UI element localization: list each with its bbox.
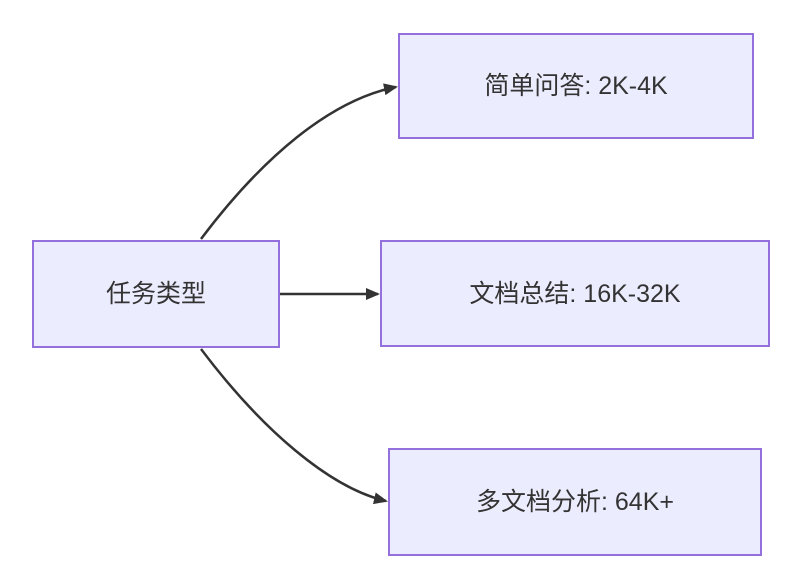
node-doc-summary: 文档总结: 16K-32K [380, 240, 770, 347]
node-simple-qa: 简单问答: 2K-4K [398, 33, 754, 139]
node-task-type: 任务类型 [32, 240, 280, 348]
node-simple-qa-label: 简单问答: 2K-4K [484, 72, 668, 100]
edge-root-to-multi-doc [200, 348, 388, 505]
edge-root-to-simple-qa [200, 83, 398, 240]
node-multi-doc-analysis-label: 多文档分析: 64K+ [476, 488, 674, 516]
node-task-type-label: 任务类型 [105, 280, 206, 308]
node-multi-doc-analysis: 多文档分析: 64K+ [388, 448, 762, 556]
node-doc-summary-label: 文档总结: 16K-32K [469, 279, 681, 308]
